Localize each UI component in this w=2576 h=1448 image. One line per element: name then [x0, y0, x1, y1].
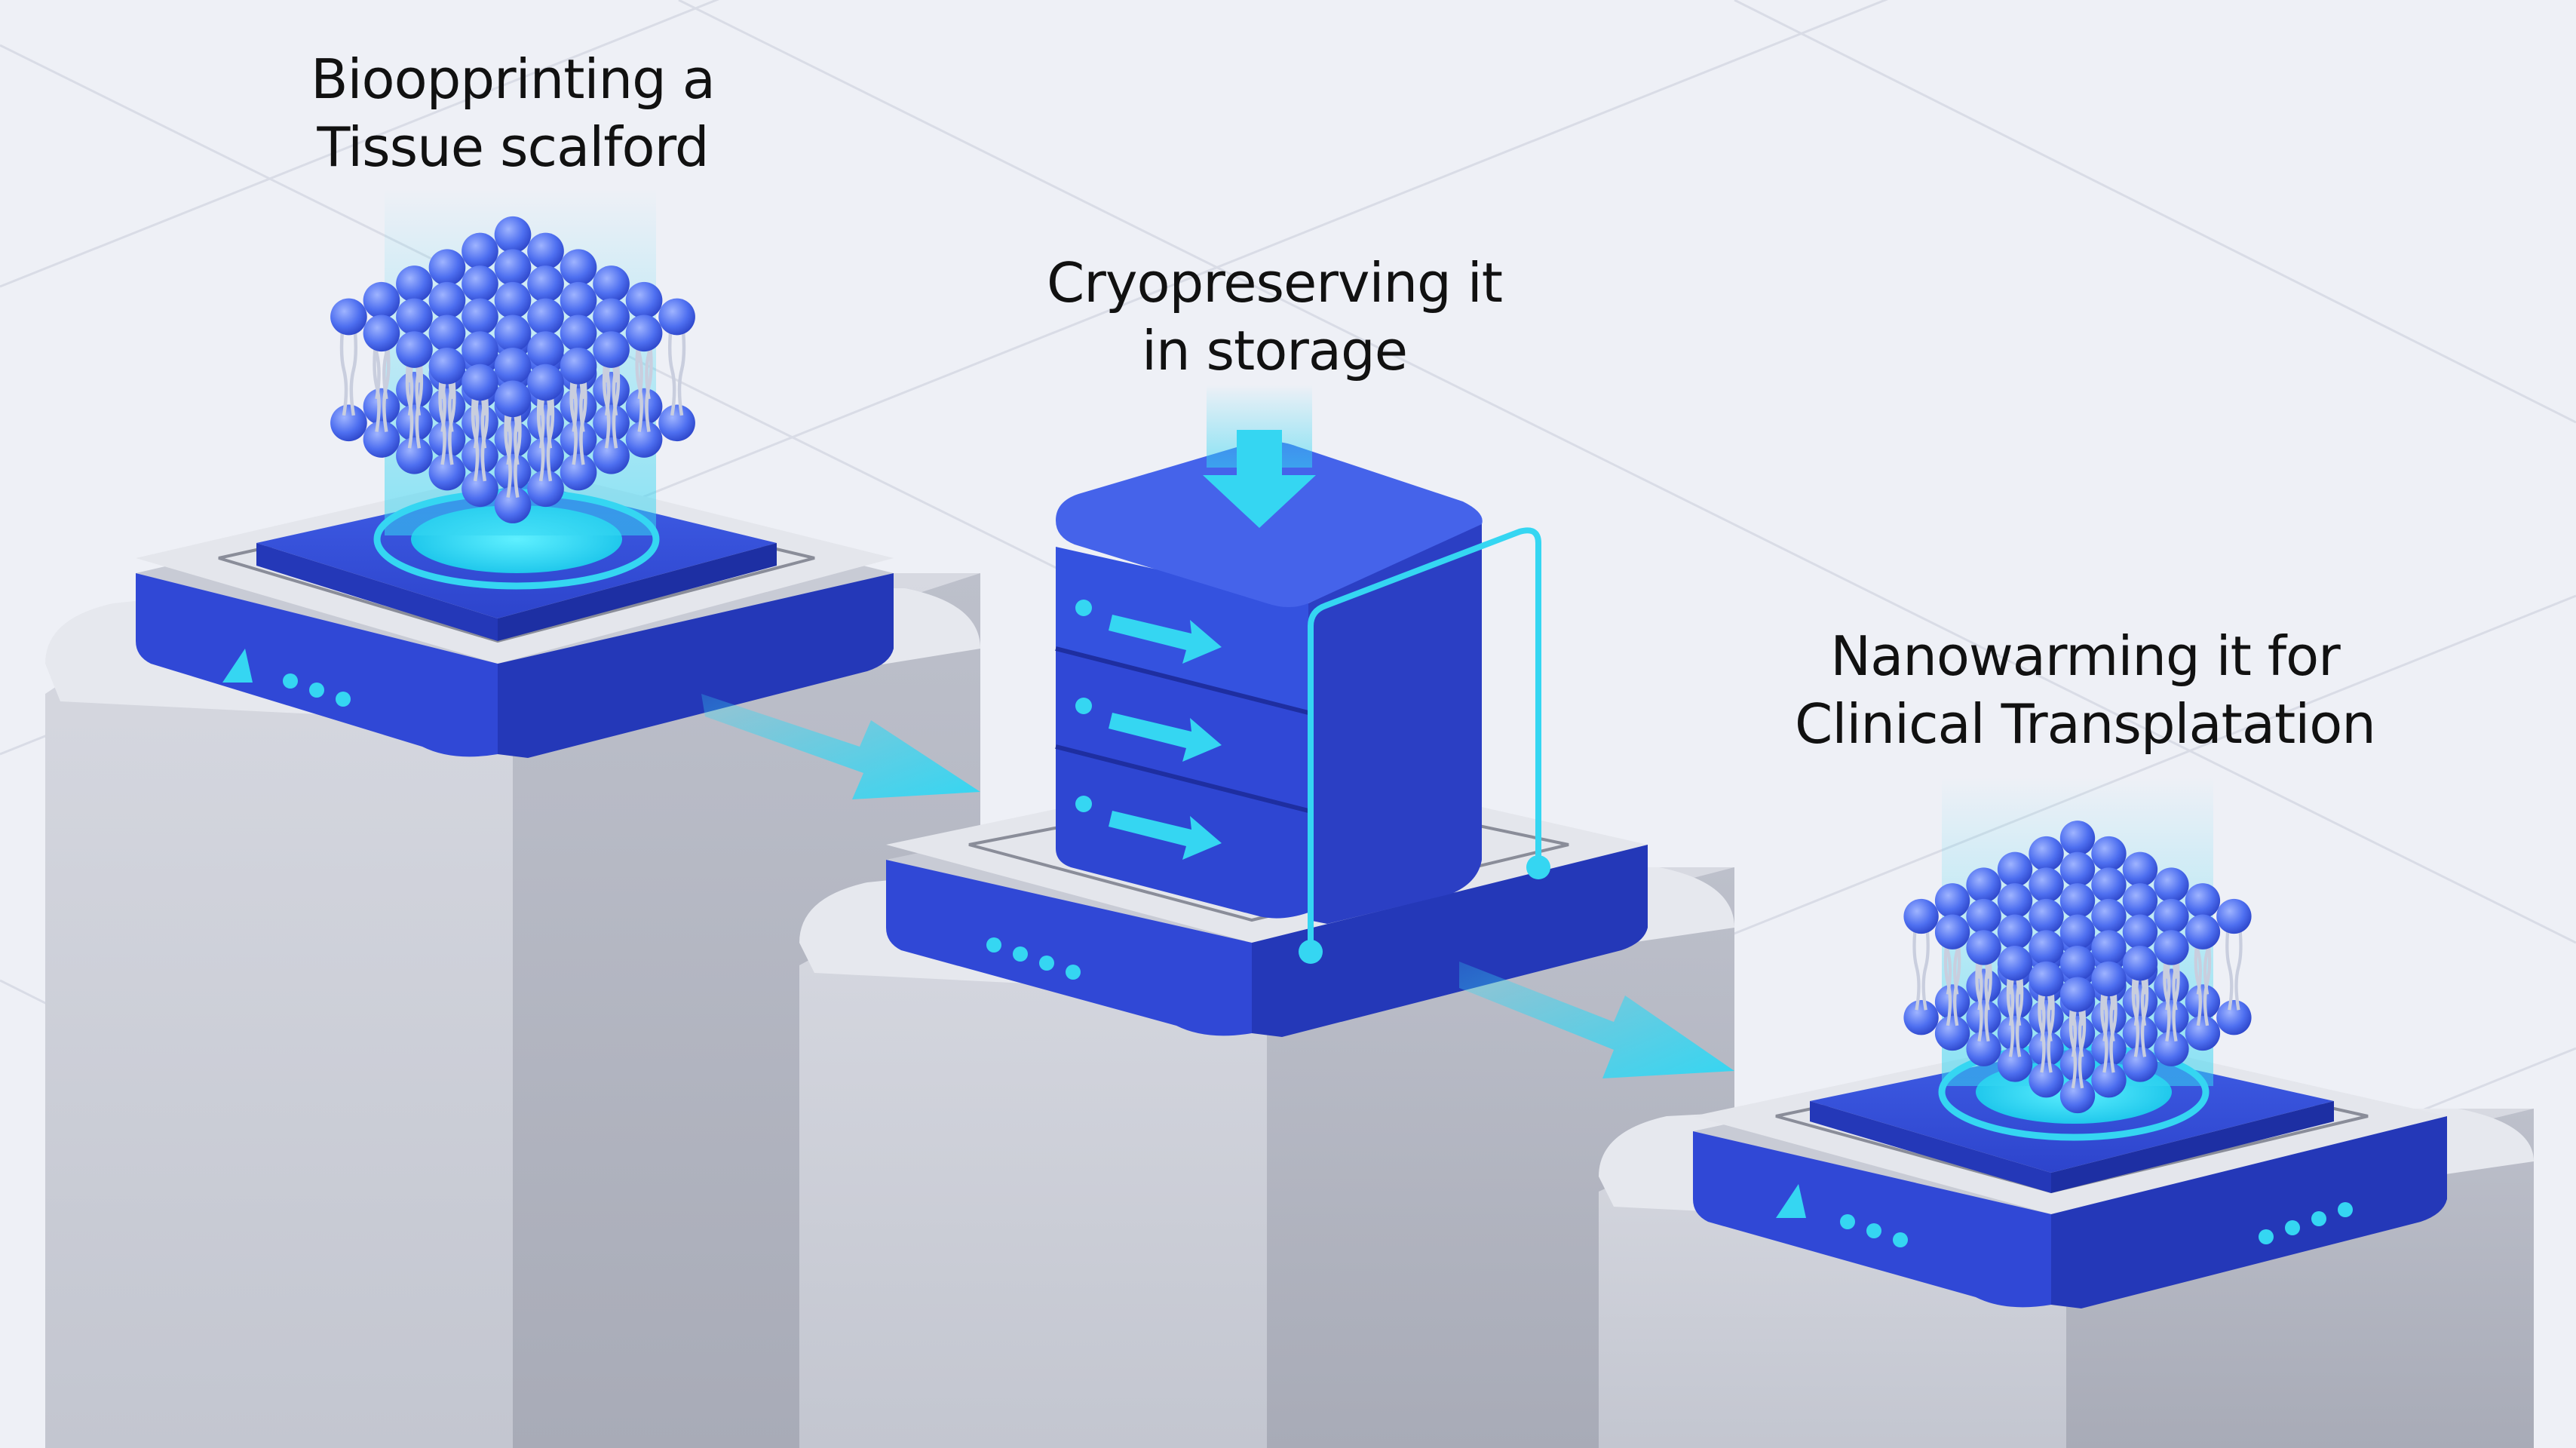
- step-label-cryopreserving: Cryopreserving it in storage: [1046, 251, 1503, 382]
- step-label-nanowarming: Nanowarming it for Clinical Transplatati…: [1795, 624, 2376, 756]
- flow-arrow-icon: [701, 694, 980, 799]
- lipid-bilayer-scaffold-icon: [330, 216, 695, 523]
- storage-rack-icon: [1055, 441, 1550, 964]
- lipid-bilayer-scaffold-icon: [1903, 821, 2252, 1114]
- flow-arrow-icon: [1459, 962, 1734, 1078]
- tissue-scaffold-printer: [136, 189, 894, 758]
- step-label-bioprinting: Bioopprinting a Tissue scalford: [311, 48, 716, 179]
- down-arrow-icon: [1203, 385, 1316, 528]
- cryo-storage-unit: [886, 385, 1648, 1037]
- nanowarming-platform: [1693, 777, 2447, 1308]
